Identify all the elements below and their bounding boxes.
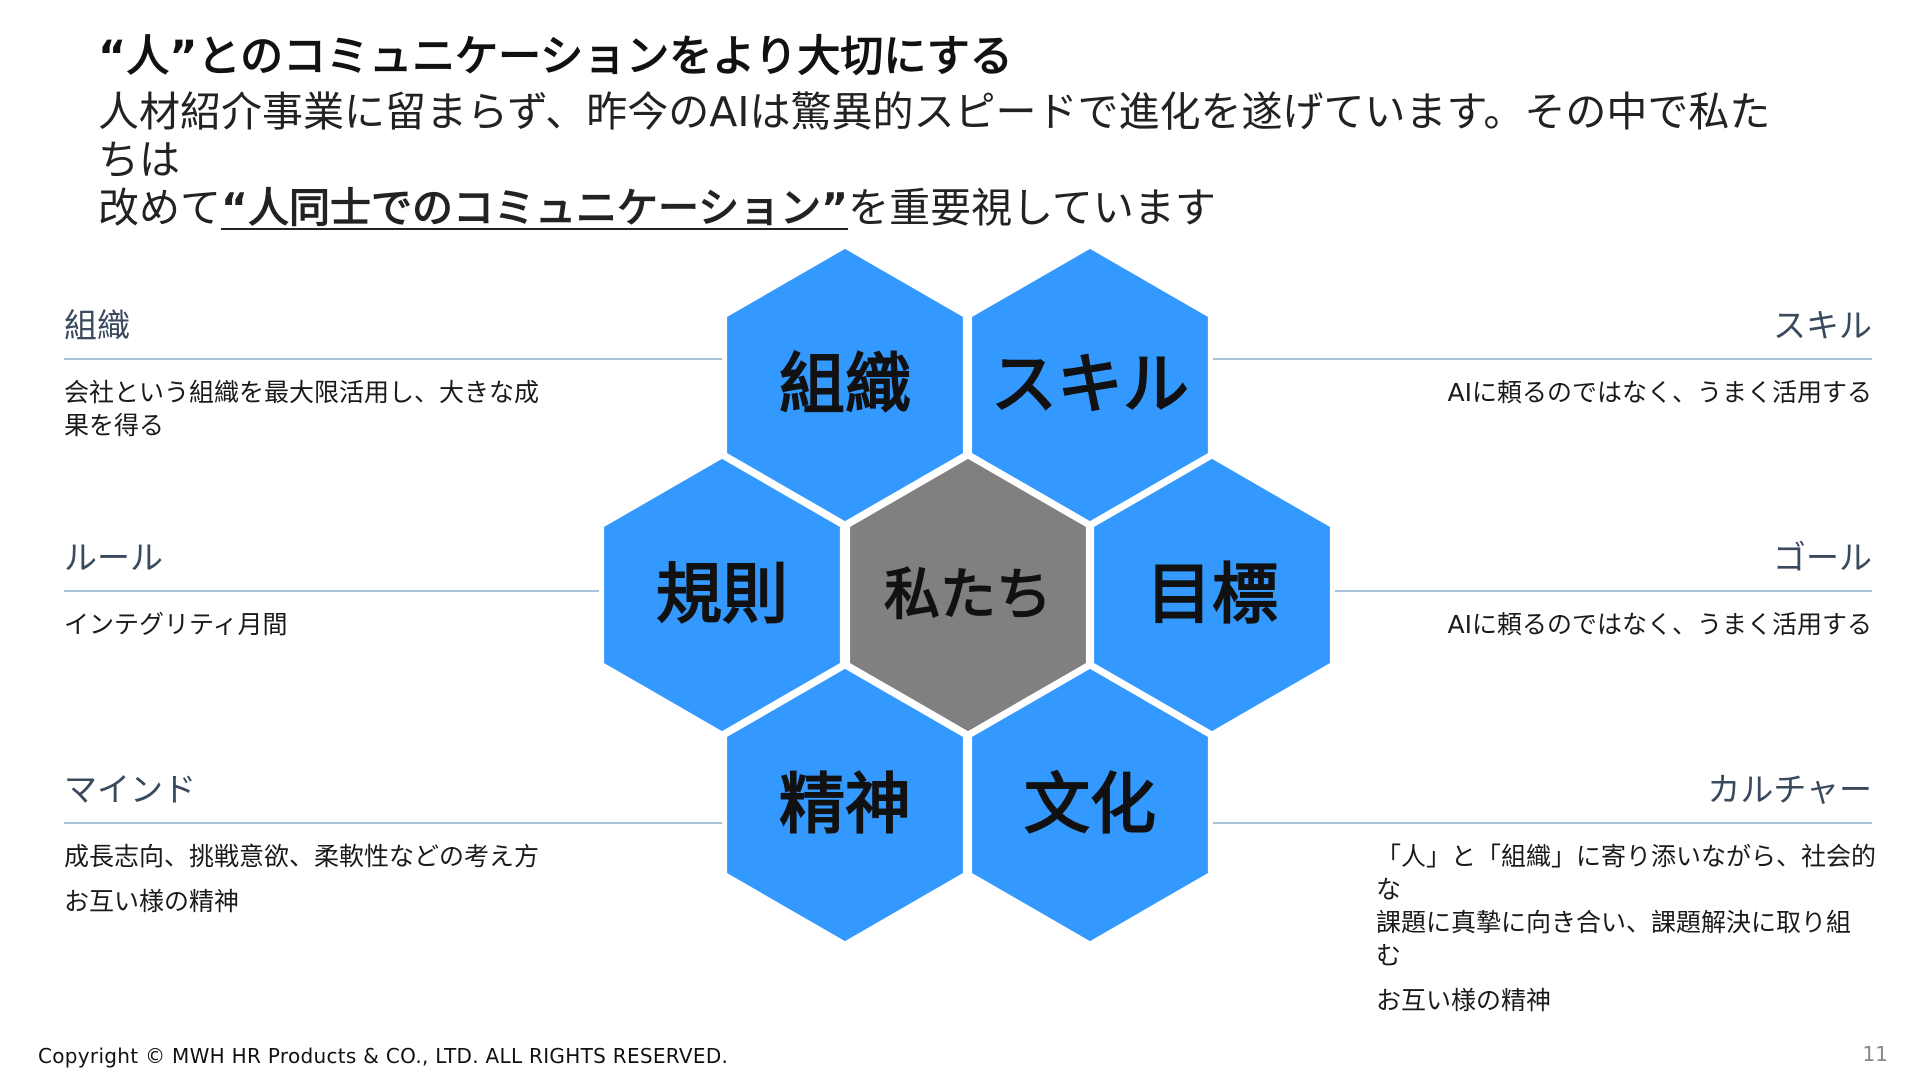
panel-heading: ゴール — [1773, 538, 1872, 577]
panel-mind: マインド 成長志向、挑戦意欲、柔軟性などの考え方 お互い様の精神 — [64, 770, 724, 918]
panel-description: インテグリティ月間 — [64, 610, 288, 639]
hexagon-shape — [967, 663, 1213, 947]
subtitle-line2-prefix: 改めて — [98, 184, 221, 232]
subtitle-line2-suffix: を重要視しています — [848, 184, 1216, 232]
hexagon-mind: 精神 — [722, 663, 968, 947]
copyright-footer: Copyright © MWH HR Products & CO., LTD. … — [38, 1044, 729, 1068]
panel-heading: カルチャー — [1707, 770, 1872, 809]
subtitle-line2: 改めて“人同士でのコミュニケーション”を重要視しています — [98, 184, 1798, 232]
subtitle-line1: 人材紹介事業に留まらず、昨今のAIは驚異的スピードで進化を遂げています。その中で… — [98, 88, 1771, 184]
panel-culture: カルチャー 「人」と「組織」に寄り添いながら、社会的な 課題に真摯に向き合い、課… — [1212, 770, 1876, 1017]
panel-description: AIに頼るのではなく、うまく活用する — [1447, 610, 1872, 639]
hexagon-label: 私たち — [884, 563, 1052, 628]
panel-skill: スキル AIに頼るのではなく、うまく活用する — [1212, 306, 1872, 409]
hexagon-label: 精神 — [779, 766, 911, 843]
panel-description: AIに頼るのではなく、うまく活用する — [1447, 378, 1872, 407]
panel-divider — [1212, 358, 1872, 360]
panel-description-extra: お互い様の精神 — [1376, 986, 1552, 1015]
hexagon-rule: 規則 — [599, 453, 845, 737]
hexagon-label: 目標 — [1146, 556, 1278, 633]
panel-description: 会社という組織を最大限活用し、大きな成 果を得る — [64, 378, 540, 440]
panel-divider — [1334, 590, 1872, 592]
hexagon-shape — [722, 243, 968, 527]
panel-divider — [64, 590, 600, 592]
hexagon-shape — [722, 663, 968, 947]
hexagon-label: 規則 — [656, 556, 788, 633]
hexagon-label: 組織 — [779, 346, 911, 423]
panel-description: 成長志向、挑戦意欲、柔軟性などの考え方 — [64, 842, 540, 871]
panel-divider — [64, 822, 724, 824]
subtitle-emphasis: “人同士でのコミュニケーション” — [221, 184, 849, 232]
panel-description-extra: お互い様の精神 — [64, 887, 240, 916]
panel-heading: マインド — [64, 770, 196, 809]
panel-divider — [64, 358, 724, 360]
panel-heading: スキル — [1773, 306, 1872, 345]
hexagon-skill: スキル — [967, 243, 1213, 527]
panel-rule: ルール インテグリティ月間 — [64, 538, 600, 641]
hexagon-center: 私たち — [845, 453, 1091, 737]
panel-divider — [1212, 822, 1872, 824]
hexagon-goal: 目標 — [1089, 453, 1335, 737]
hexagon-label: 文化 — [1024, 766, 1156, 843]
page-number: 11 — [1862, 1042, 1888, 1066]
panel-goal: ゴール AIに頼るのではなく、うまく活用する — [1334, 538, 1872, 641]
hexagon-culture: 文化 — [967, 663, 1213, 947]
slide-title: “人”とのコミュニケーションをより大切にする — [98, 32, 1013, 82]
panel-heading: 組織 — [64, 306, 130, 345]
panel-description: 「人」と「組織」に寄り添いながら、社会的な 課題に真摯に向き合い、課題解決に取り… — [1376, 842, 1877, 970]
hexagon-soshiki: 組織 — [722, 243, 968, 527]
hexagon-label: スキル — [991, 346, 1189, 423]
hexagon-shape — [599, 453, 845, 737]
slide-subtitle: 人材紹介事業に留まらず、昨今のAIは驚異的スピードで進化を遂げています。その中で… — [98, 88, 1798, 232]
panel-soshiki: 組織 会社という組織を最大限活用し、大きな成 果を得る — [64, 306, 724, 442]
panel-heading: ルール — [64, 538, 163, 577]
